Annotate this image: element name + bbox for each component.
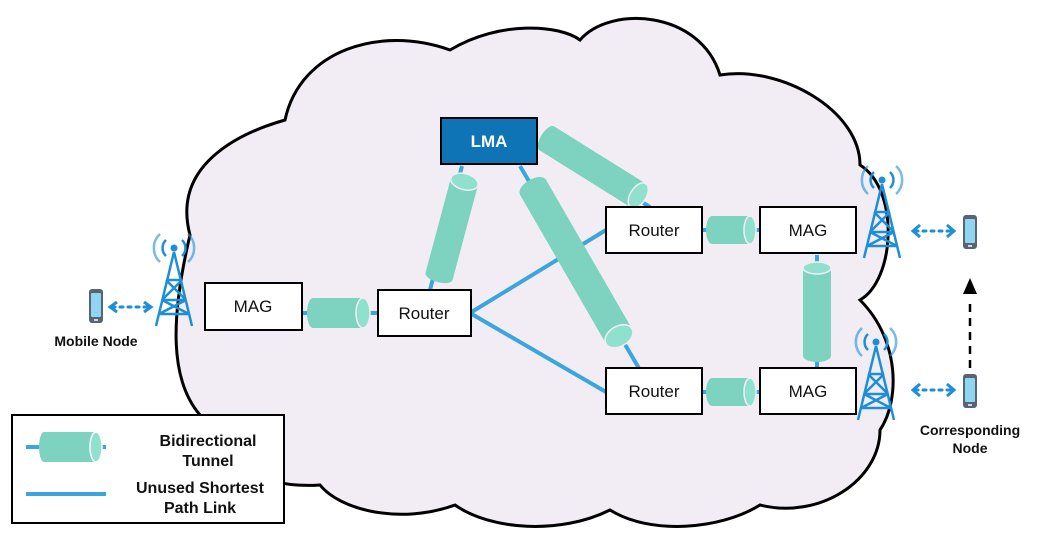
corresponding-node-caption-line2: Node	[953, 440, 988, 456]
tunnel-lma-router-top	[537, 125, 650, 209]
router-bottom: Router	[605, 367, 703, 415]
lma-label: LMA	[471, 132, 508, 151]
legend: Bidirectional Tunnel Unused Shortest Pat…	[11, 414, 285, 524]
router-center-label: Router	[398, 304, 449, 323]
tunnel-mag-left-router	[307, 297, 371, 329]
legend-link-label-line1: Unused Shortest	[136, 480, 265, 497]
movement-arrow-icon	[963, 278, 977, 368]
router-center: Router	[377, 289, 472, 337]
tunnel-mag-mag	[802, 261, 832, 362]
mobile-node-phone-icon	[89, 289, 103, 323]
tunnels	[307, 125, 832, 407]
lma-node: LMA	[440, 117, 538, 165]
wireless-arrow-bottom-right-icon	[910, 382, 957, 398]
mag-left-label: MAG	[234, 297, 273, 316]
corresponding-target-phone-icon	[963, 215, 977, 249]
wireless-links	[107, 223, 957, 398]
mobile-node-caption: Mobile Node	[54, 333, 137, 349]
link-router-to-router-bottom	[468, 311, 608, 394]
tunnel-router-top-mag	[706, 215, 757, 245]
router-top: Router	[605, 206, 703, 254]
mag-top-right: MAG	[759, 206, 857, 254]
corresponding-node-caption-line1: Corresponding	[920, 422, 1020, 438]
wireless-arrow-left-icon	[107, 300, 154, 314]
mag-left: MAG	[204, 282, 303, 331]
legend-tunnel-swatch	[26, 431, 106, 463]
link-router-to-router-top	[468, 228, 608, 315]
mag-top-right-label: MAG	[789, 221, 828, 240]
legend-tunnel-label-line2: Tunnel	[182, 453, 233, 470]
router-bottom-label: Router	[628, 382, 679, 401]
tunnel-lma-router-bottom	[519, 177, 634, 349]
mag-bottom-right: MAG	[759, 367, 857, 415]
tunnel-lma-router	[425, 172, 479, 284]
tunnel-router-bottom-mag	[706, 377, 757, 407]
mag-bottom-right-label: MAG	[789, 382, 828, 401]
wireless-arrow-top-right-icon	[910, 223, 957, 239]
corresponding-node-phone-icon	[963, 374, 977, 408]
router-top-label: Router	[628, 221, 679, 240]
legend-link-label-line2: Path Link	[164, 500, 236, 517]
legend-tunnel-label-line1: Bidirectional	[160, 433, 257, 450]
